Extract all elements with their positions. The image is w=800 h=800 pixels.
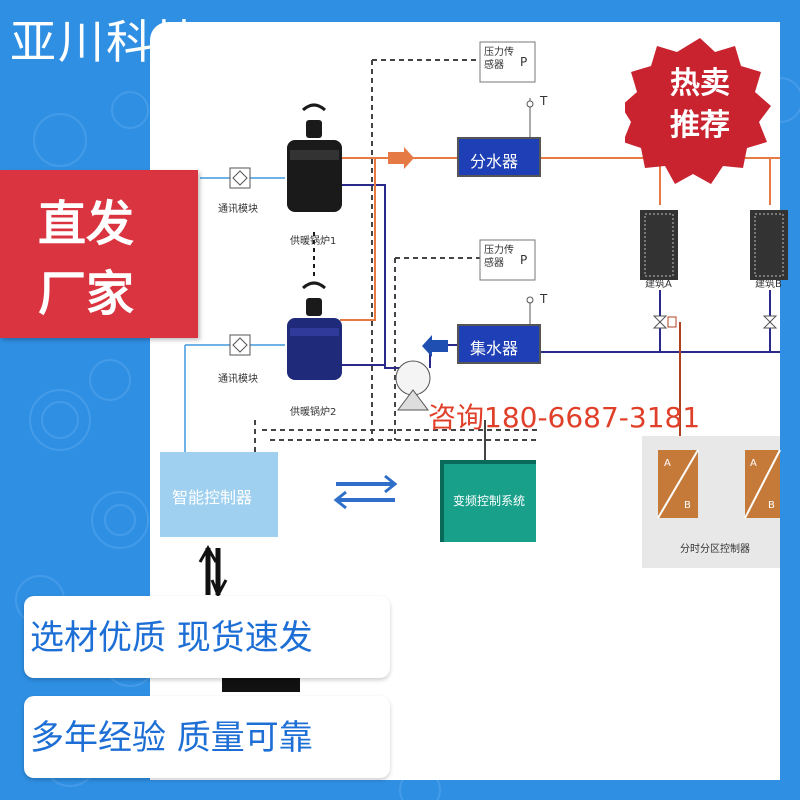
building-a-label: 建筑A	[645, 279, 672, 290]
zone-controller-label: 分时分区控制器	[680, 544, 750, 555]
flow-arrow-hot	[388, 147, 414, 169]
ribbon-line-2: 厂家	[38, 266, 135, 322]
comm-module-2-label: 通讯模块	[218, 374, 258, 385]
vfd-system-label: 变频控制系统	[453, 494, 526, 508]
pressure-p-2: P	[520, 253, 528, 267]
boiler-2-label: 供暖锅炉2	[290, 407, 337, 418]
feature-text-2: 多年经验 质量可靠	[30, 718, 313, 758]
zone-a-label-1: A	[664, 458, 671, 469]
ribbon-line-1: 直发	[38, 196, 135, 252]
consult-phone-text: 咨询180-6687-3181	[428, 401, 701, 434]
direct-factory-ribbon: 直发 厂家	[0, 170, 198, 338]
feature-bar-2: 多年经验 质量可靠	[24, 696, 390, 778]
temp-t-2: T	[540, 292, 548, 306]
distributor-label: 分水器	[470, 152, 519, 171]
building-a-icon	[640, 210, 678, 280]
pressure-p-1: P	[520, 55, 528, 69]
pressure-sensor-2-label: 压力传感器	[484, 245, 514, 269]
building-b-icon	[750, 210, 788, 280]
feature-bar-1: 选材优质 现货速发	[24, 596, 390, 678]
badge-line-2: 推荐	[670, 108, 730, 143]
temp-t-1: T	[540, 94, 548, 108]
boiler-1-label: 供暖锅炉1	[290, 236, 337, 247]
zone-b-label-2: B	[768, 500, 775, 511]
pressure-sensor-1-label: 压力传感器	[484, 47, 514, 71]
comm-module-1-label: 通讯模块	[218, 204, 258, 215]
flow-arrow-cold	[422, 335, 448, 357]
building-b-label: 建筑B	[755, 279, 782, 290]
smart-controller-label: 智能控制器	[172, 488, 253, 507]
brand-name: 亚川科技	[10, 15, 202, 69]
feature-text-1: 选材优质 现货速发	[30, 618, 313, 658]
hot-sale-badge-icon	[625, 38, 771, 184]
badge-line-1: 热卖	[670, 66, 730, 101]
zone-a-label-2: A	[750, 458, 757, 469]
collector-label: 集水器	[470, 339, 519, 358]
zone-b-label-1: B	[684, 500, 691, 511]
